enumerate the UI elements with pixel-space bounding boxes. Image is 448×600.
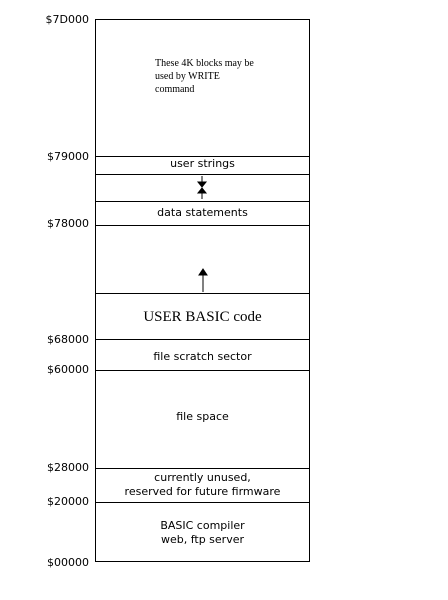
divider-78000 xyxy=(95,225,310,226)
address-00000: $00000 xyxy=(47,556,89,569)
up-arrow-head-small-icon xyxy=(196,187,208,194)
address-7d000: $7D000 xyxy=(45,13,89,26)
region-file-scratch-sector: file scratch sector xyxy=(153,350,252,363)
address-28000: $28000 xyxy=(47,461,89,474)
region-data-statements: data statements xyxy=(157,206,248,219)
divider-79000 xyxy=(95,156,310,157)
region-user-basic-code: USER BASIC code xyxy=(143,309,262,325)
divider-28000 xyxy=(95,468,310,469)
region-compiler-line-2: web, ftp server xyxy=(160,533,245,546)
write-note-line-3: command xyxy=(155,84,195,95)
divider-user-strings-bottom xyxy=(95,174,310,175)
address-79000: $79000 xyxy=(47,150,89,163)
write-note: These 4K blocks may be used by WRITE com… xyxy=(155,57,275,96)
divider-data-statements-top xyxy=(95,201,310,202)
write-note-line-2: used by WRITE xyxy=(155,71,220,82)
region-file-space: file space xyxy=(176,410,229,423)
region-unused-line-1: currently unused, xyxy=(154,471,251,484)
divider-basic-code-top xyxy=(95,293,310,294)
region-basic-compiler: BASIC compiler web, ftp server xyxy=(96,519,309,547)
address-68000: $68000 xyxy=(47,333,89,346)
address-78000: $78000 xyxy=(47,217,89,230)
address-20000: $20000 xyxy=(47,495,89,508)
region-compiler-line-1: BASIC compiler xyxy=(160,519,245,532)
divider-60000 xyxy=(95,370,310,371)
up-arrow-head-code-icon xyxy=(198,268,208,276)
divider-20000 xyxy=(95,502,310,503)
memory-map xyxy=(95,19,310,562)
region-unused-line-2: reserved for future firmware xyxy=(124,485,281,498)
address-60000: $60000 xyxy=(47,363,89,376)
down-arrow-head-icon xyxy=(196,181,208,188)
region-user-strings: user strings xyxy=(170,157,235,170)
write-note-line-1: These 4K blocks may be xyxy=(155,58,254,69)
region-unused: currently unused, reserved for future fi… xyxy=(96,471,309,499)
divider-68000 xyxy=(95,339,310,340)
